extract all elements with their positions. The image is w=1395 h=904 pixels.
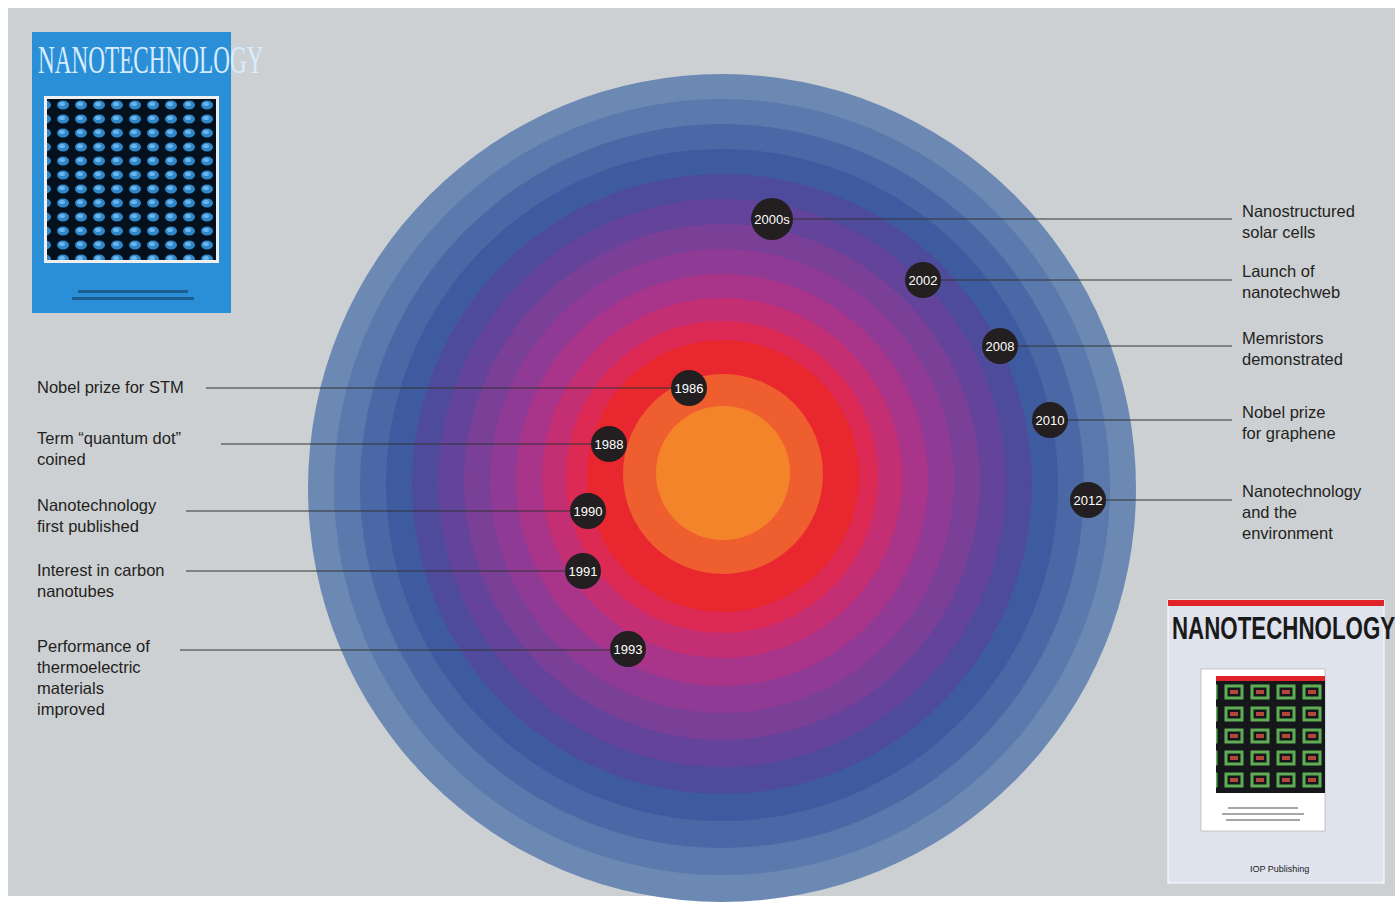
date-circle: 1990 [570,493,606,529]
date-circle: 2002 [905,262,941,298]
date-text: 1988 [595,437,624,452]
event-label: Nanotechnology first published [37,495,172,537]
event-label: Memristors demonstrated [1242,328,1374,370]
cover-title: NANOTECHNOLOGY [1172,612,1395,646]
date-circle: 1991 [565,553,601,589]
date-text: 2002 [909,273,938,288]
date-circle: 2010 [1032,402,1068,438]
event-label: Term “quantum dot” coined [37,428,202,470]
event-label: Interest in carbon nanotubes [37,560,187,602]
date-circle: 2008 [982,328,1018,364]
date-text: 2000s [754,212,789,227]
publisher-name: IOP Publishing [1250,864,1309,875]
date-circle: 1993 [610,631,646,667]
event-label: Launch of nanotechweb [1242,261,1374,303]
date-circle: 1988 [591,426,627,462]
event-label: Nobel prize for STM [37,377,237,398]
date-circle: 2000s [751,198,793,240]
event-label: Nanostructured solar cells [1242,201,1374,243]
date-circle: 1986 [671,370,707,406]
date-text: 1991 [569,564,598,579]
date-text: 2008 [986,339,1015,354]
date-text: 1990 [574,504,603,519]
cover-title: NANOTECHNOLOGY [38,38,264,82]
date-text: 2010 [1036,413,1065,428]
event-label: Performance of thermoelectric materials … [37,636,165,720]
date-text: 2012 [1074,493,1103,508]
date-circle: 2012 [1070,482,1106,518]
event-label: Nobel prize for graphene [1242,402,1342,444]
event-label: Nanotechnology and the environment [1242,481,1374,544]
date-text: 1993 [614,642,643,657]
date-text: 1986 [675,381,704,396]
